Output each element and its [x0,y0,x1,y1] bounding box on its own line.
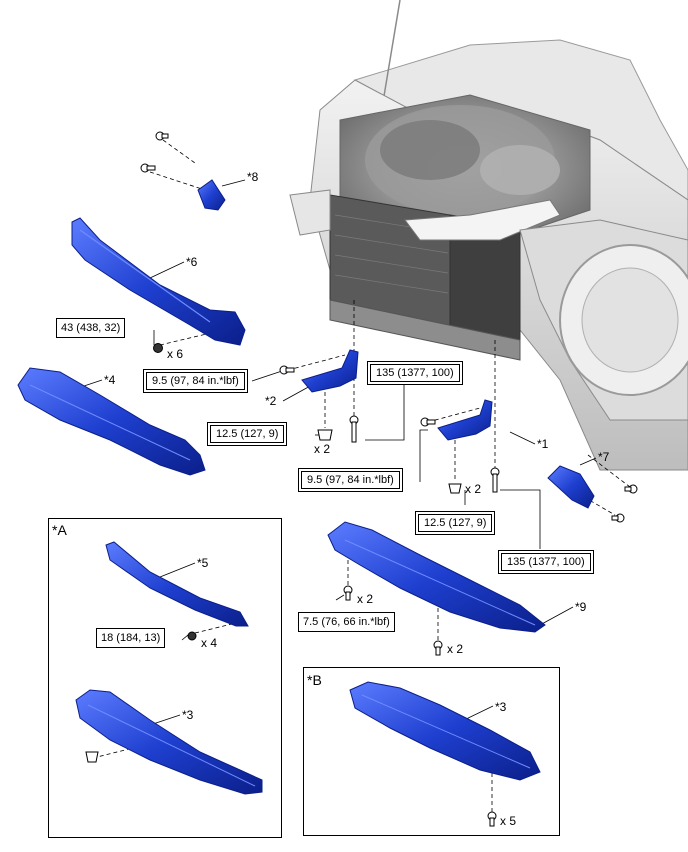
qty-x2-t75: x 2 [357,592,374,606]
torque-9-5-left: 9.5 (97, 84 in.*lbf) [143,369,248,393]
part-5-reinforcement [105,541,249,627]
part-1-bracket [437,399,493,441]
group-a-title: *A [52,522,67,538]
callout-5: *5 [197,556,209,570]
fastener-icons [85,131,638,827]
qty-x6: x 6 [167,347,184,361]
torque-43: 43 (438, 32) [56,318,126,338]
group-b-title: *B [307,672,322,688]
torque-12-5-right-text: 12.5 (127, 9) [418,514,493,532]
torque-9-5-right: 9.5 (97, 84 in.*lbf) [298,468,403,492]
torque-12-5-right: 12.5 (127, 9) [415,511,496,535]
callout-3-a: *3 [182,708,194,722]
callout-8: *8 [247,170,259,184]
callout-7: *7 [598,450,610,464]
part-2-bracket [301,349,359,393]
torque-135-left-text: 135 (1377, 100) [370,364,460,382]
vehicle-front-illustration [289,0,688,471]
torque-7-5: 7.5 (76, 66 in.*lbf) [298,612,395,632]
group-b-frame [303,667,560,836]
callout-3-b: *3 [495,700,507,714]
torque-135-right: 135 (1377, 100) [498,550,594,574]
qty-x2-bottom: x 2 [447,642,464,656]
qty-x5: x 5 [500,814,517,828]
torque-9-5-left-text: 9.5 (97, 84 in.*lbf) [146,372,245,390]
part-8-bracket [197,179,226,211]
torque-12-5-left-text: 12.5 (127, 9) [210,425,285,443]
torque-9-5-right-text: 9.5 (97, 84 in.*lbf) [301,471,400,489]
torque-12-5-left: 12.5 (127, 9) [207,422,288,446]
qty-x4: x 4 [201,636,218,650]
callout-9: *9 [575,600,587,614]
torque-135-right-text: 135 (1377, 100) [501,553,591,571]
part-3-cover-a [75,689,263,795]
torque-135-left: 135 (1377, 100) [367,361,463,385]
qty-x2-right: x 2 [465,482,482,496]
part-6-bumper-reinforcement [71,217,246,346]
callout-4: *4 [104,373,116,387]
torque-18: 18 (184, 13) [96,628,166,648]
callout-1: *1 [537,437,549,451]
part-7-bracket [547,465,595,509]
callout-2: *2 [265,394,277,408]
qty-x2-left: x 2 [314,442,331,456]
group-a-frame [48,518,282,838]
part-4-energy-absorber [17,367,206,476]
callout-6: *6 [186,255,198,269]
part-9-undercover [327,521,546,633]
